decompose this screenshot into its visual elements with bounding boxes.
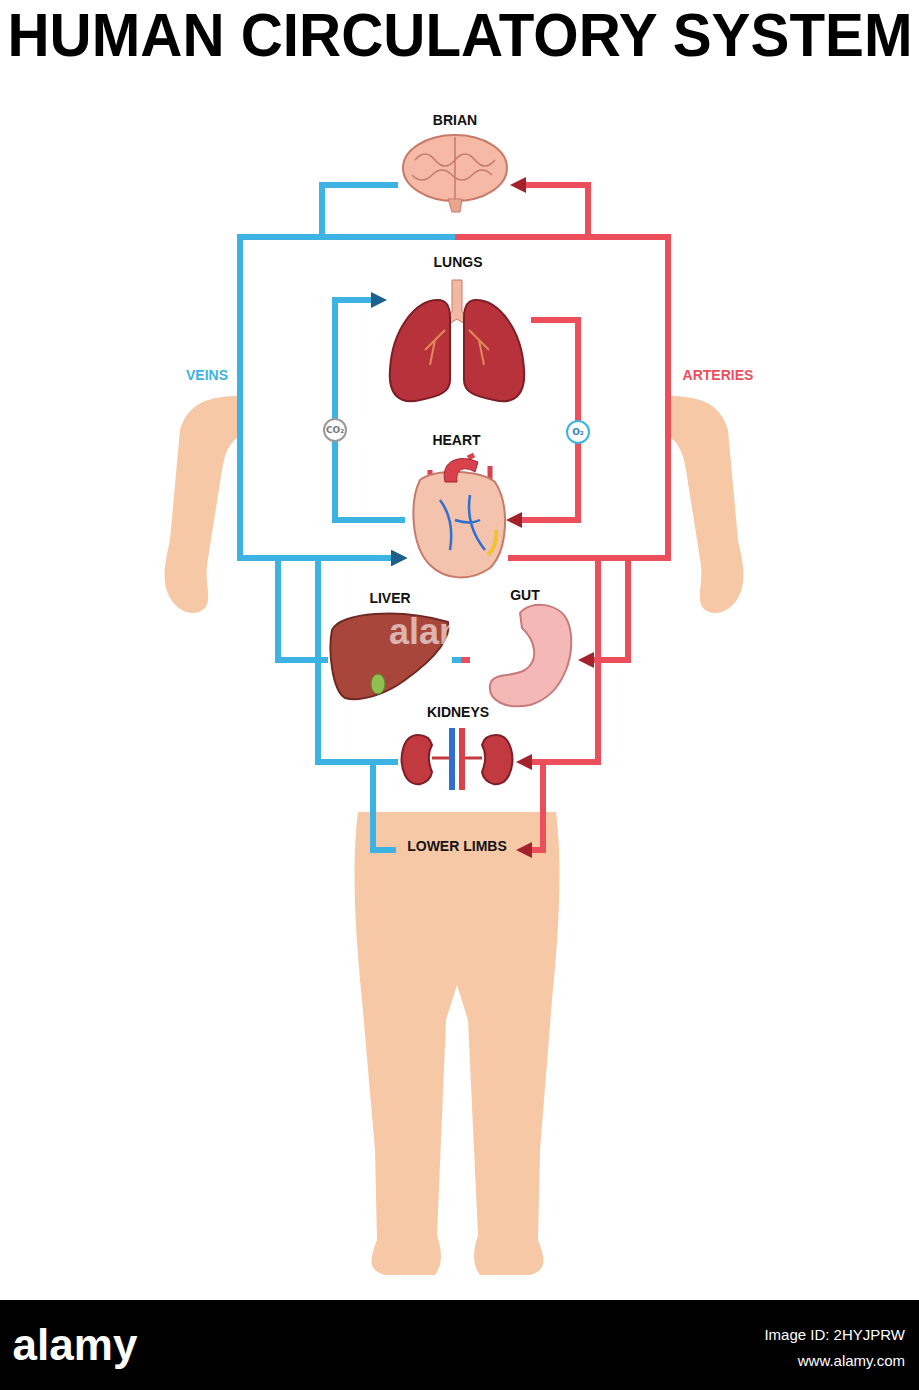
left-kidney	[402, 735, 432, 784]
brain-folds	[412, 137, 495, 199]
right-arm	[668, 396, 743, 613]
footer-bar	[0, 1300, 919, 1390]
stomach-shape	[490, 605, 571, 707]
heart-fat	[488, 530, 496, 555]
brain-shape	[403, 135, 507, 201]
brain-picture	[403, 135, 507, 212]
vein-connector	[335, 300, 405, 520]
vessel-label: VEINS	[186, 367, 228, 383]
organ-label-box: KIDNEYS	[398, 702, 518, 792]
organ-label: LUNGS	[434, 254, 483, 270]
limb-label-box: LOWER LIMBS	[396, 836, 518, 862]
organ-label: LIVER	[369, 590, 410, 606]
portal-connector	[452, 657, 470, 663]
organ-label-box: HEART	[405, 430, 508, 580]
co2-badge	[324, 419, 346, 441]
organ-label-box: LUNGS	[385, 252, 531, 408]
kidneys-picture	[402, 728, 513, 790]
artery-connector	[522, 320, 578, 520]
coronary-veins	[440, 495, 485, 550]
aorta	[444, 459, 478, 482]
organ-label: BRIAN	[433, 112, 477, 128]
lungs-picture	[390, 280, 524, 401]
gas-label: CO₂	[326, 425, 344, 435]
aorta-abdominal	[459, 728, 465, 790]
legs	[355, 812, 560, 1275]
gas-label: O₂	[572, 427, 584, 437]
watermark: alamy	[389, 611, 491, 653]
vessel-label: ARTERIES	[683, 367, 754, 383]
title: HUMAN CIRCULATORY SYSTEM	[7, 4, 912, 66]
vein-connector	[240, 185, 398, 558]
artery-connector	[508, 185, 668, 558]
organ-label: HEART	[432, 432, 480, 448]
artery-trunk	[455, 234, 588, 240]
image-id: Image ID: 2HYJPRW	[764, 1326, 905, 1343]
gut-picture	[490, 605, 571, 707]
organ-label: GUT	[510, 587, 540, 603]
logo-text: alamy	[13, 1320, 138, 1370]
organ-label-box: BRIAN	[398, 110, 512, 214]
gallbladder	[371, 674, 385, 694]
heart-body	[413, 472, 505, 578]
organ-label: LOWER LIMBS	[407, 838, 507, 854]
brain-stem	[448, 199, 462, 212]
kidney-vessel-links	[432, 757, 482, 760]
website-text: www.alamy.com	[798, 1352, 905, 1369]
vein-trunk	[322, 234, 455, 240]
heart-picture	[413, 455, 505, 577]
left-lung	[390, 300, 450, 401]
organ-label: KIDNEYS	[427, 704, 489, 720]
right-lung	[464, 300, 524, 401]
vena-cava	[449, 728, 455, 790]
right-kidney	[482, 735, 512, 784]
o2-badge	[567, 421, 589, 443]
bronchi	[425, 330, 489, 365]
left-arm	[165, 396, 240, 613]
